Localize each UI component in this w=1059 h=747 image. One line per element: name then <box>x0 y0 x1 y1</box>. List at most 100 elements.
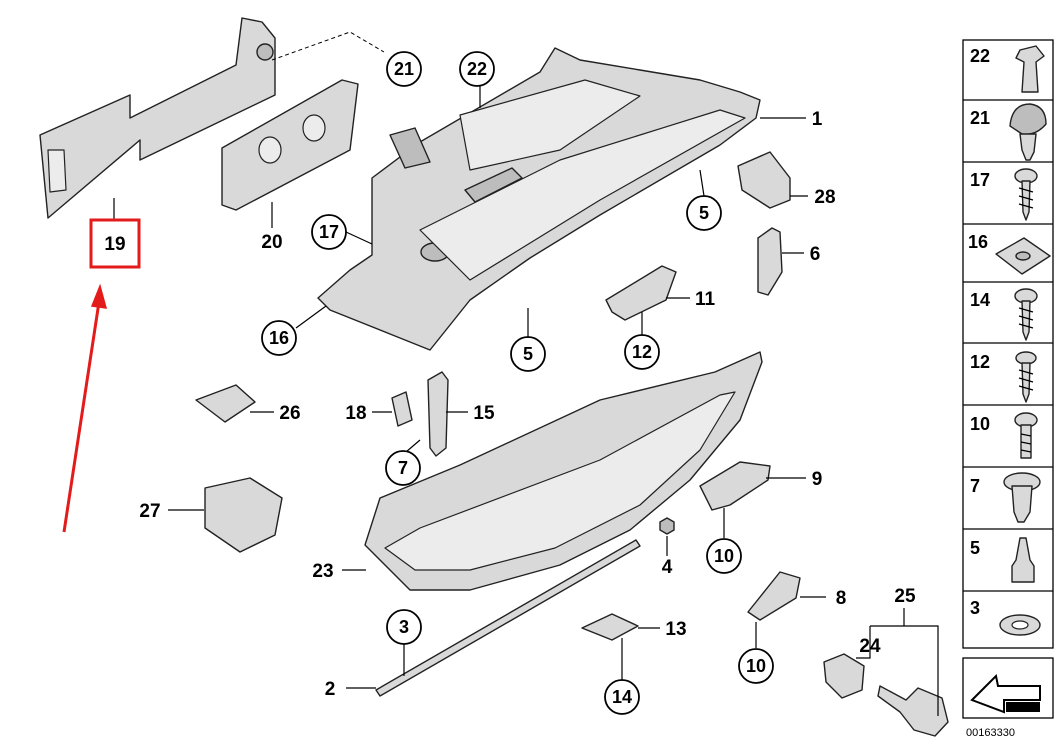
buffer-icon <box>1003 472 1041 523</box>
callout-9[interactable]: 9 <box>812 469 823 490</box>
callout-21[interactable]: 21 <box>386 51 422 87</box>
callout-label: 5 <box>523 344 533 364</box>
callout-label: 7 <box>398 458 408 478</box>
panel-label: 7 <box>970 476 980 496</box>
panel-row-22[interactable]: 22 <box>970 45 1045 93</box>
callout-14[interactable]: 14 <box>604 679 640 715</box>
diagram-number: 00163330 <box>966 727 1015 739</box>
callout-label: 3 <box>399 617 409 637</box>
panel-row-14[interactable]: 14 <box>970 288 1038 341</box>
panel-row-7[interactable]: 7 <box>970 472 1041 523</box>
callout-label: 28 <box>814 187 835 208</box>
callout-label: 10 <box>746 656 766 676</box>
callout-10b[interactable]: 10 <box>738 648 774 684</box>
part-9-lock-bracket[interactable] <box>699 461 771 511</box>
part-27-housing[interactable] <box>204 477 283 553</box>
part-19-trim-panel[interactable] <box>39 17 276 219</box>
part-22-glovebox-housing[interactable] <box>317 47 761 351</box>
highlight-box <box>89 218 141 269</box>
callout-label: 14 <box>612 687 632 707</box>
panel-row-10[interactable]: 10 <box>970 412 1038 459</box>
arrow-icon <box>970 673 1041 714</box>
callout-27[interactable]: 27 <box>139 501 160 522</box>
part-26-circuit-board[interactable] <box>195 384 256 423</box>
panel-row-16[interactable]: 16 <box>968 232 1051 275</box>
callout-label: 6 <box>810 244 821 265</box>
callout-label: 27 <box>139 501 160 522</box>
part-24-lock-cylinder[interactable] <box>823 653 865 699</box>
callout-24[interactable]: 24 <box>859 636 881 657</box>
washer-icon <box>999 614 1041 636</box>
part-23-lid[interactable] <box>364 351 763 591</box>
callout-26[interactable]: 26 <box>279 403 300 424</box>
callout-25[interactable]: 25 <box>894 586 916 607</box>
callout-19[interactable]: 19 <box>89 218 141 269</box>
callout-1[interactable]: 1 <box>812 109 823 130</box>
red-arrow <box>62 283 108 533</box>
arrow-shadow <box>1006 702 1040 712</box>
callout-label: 22 <box>467 59 487 79</box>
callout-12[interactable]: 12 <box>624 334 660 370</box>
part-11-plate[interactable] <box>605 265 677 321</box>
part-25-key[interactable] <box>877 685 949 737</box>
callout-16[interactable]: 16 <box>261 320 297 356</box>
callout-13[interactable]: 13 <box>665 619 686 640</box>
rivet-icon <box>1009 103 1047 161</box>
fillister-screw-icon <box>1015 351 1037 403</box>
callout-15[interactable]: 15 <box>473 403 495 424</box>
panel-row-3[interactable]: 3 <box>970 598 1041 636</box>
callout-label: 15 <box>473 403 495 424</box>
panel-label: 5 <box>970 538 980 558</box>
expanding-clip-icon <box>1015 45 1045 93</box>
callout-label: 18 <box>345 403 366 424</box>
part-20-bracket[interactable] <box>221 79 359 211</box>
callout-28[interactable]: 28 <box>814 187 835 208</box>
part-6-latch[interactable] <box>757 227 783 296</box>
callout-5a[interactable]: 5 <box>686 195 722 231</box>
rubber-stop-icon <box>1011 537 1035 583</box>
panel-label: 12 <box>970 352 990 372</box>
callout-6[interactable]: 6 <box>810 244 821 265</box>
callout-18[interactable]: 18 <box>345 403 366 424</box>
callout-17[interactable]: 17 <box>311 214 347 250</box>
part-13-slider[interactable] <box>581 613 639 641</box>
panel-row-21[interactable]: 21 <box>970 103 1047 161</box>
callout-4[interactable]: 4 <box>662 557 673 578</box>
sheet-metal-screw-icon <box>1014 288 1038 341</box>
nav-arrow-box[interactable] <box>962 657 1054 719</box>
panel-row-17[interactable]: 17 <box>970 168 1038 221</box>
callout-10a[interactable]: 10 <box>706 538 742 574</box>
part-2-rod[interactable] <box>375 539 641 697</box>
callout-20[interactable]: 20 <box>261 232 282 253</box>
callout-label: 16 <box>269 328 289 348</box>
callout-label: 26 <box>279 403 300 424</box>
part-18-pad[interactable] <box>391 391 413 427</box>
part-28-clip[interactable] <box>737 151 791 209</box>
callout-8[interactable]: 8 <box>836 588 847 609</box>
clip-nut-icon <box>995 237 1051 275</box>
callout-label: 24 <box>859 636 881 657</box>
callout-11[interactable]: 11 <box>695 289 716 310</box>
callout-22[interactable]: 22 <box>459 51 495 87</box>
panel-label: 21 <box>970 108 990 128</box>
callout-label: 25 <box>894 586 916 607</box>
callout-label: 23 <box>312 561 333 582</box>
callout-label: 9 <box>812 469 823 490</box>
callout-label: 8 <box>836 588 847 609</box>
panel-label: 10 <box>970 414 990 434</box>
part-8-clip[interactable] <box>747 571 801 621</box>
callout-2[interactable]: 2 <box>325 679 336 700</box>
callout-label: 11 <box>695 289 716 310</box>
fastener-panel: 22 21 17 16 <box>962 39 1054 649</box>
part-15-light[interactable] <box>427 371 449 457</box>
callout-7[interactable]: 7 <box>385 450 421 486</box>
callout-label: 1 <box>812 109 823 130</box>
panel-row-12[interactable]: 12 <box>970 351 1037 403</box>
callout-23[interactable]: 23 <box>312 561 333 582</box>
callout-5b[interactable]: 5 <box>510 336 546 372</box>
leader-lines <box>113 31 939 716</box>
panel-label: 16 <box>968 232 988 252</box>
callout-3[interactable]: 3 <box>386 609 422 645</box>
part-4-nut[interactable] <box>659 517 675 535</box>
panel-row-5[interactable]: 5 <box>970 537 1035 583</box>
